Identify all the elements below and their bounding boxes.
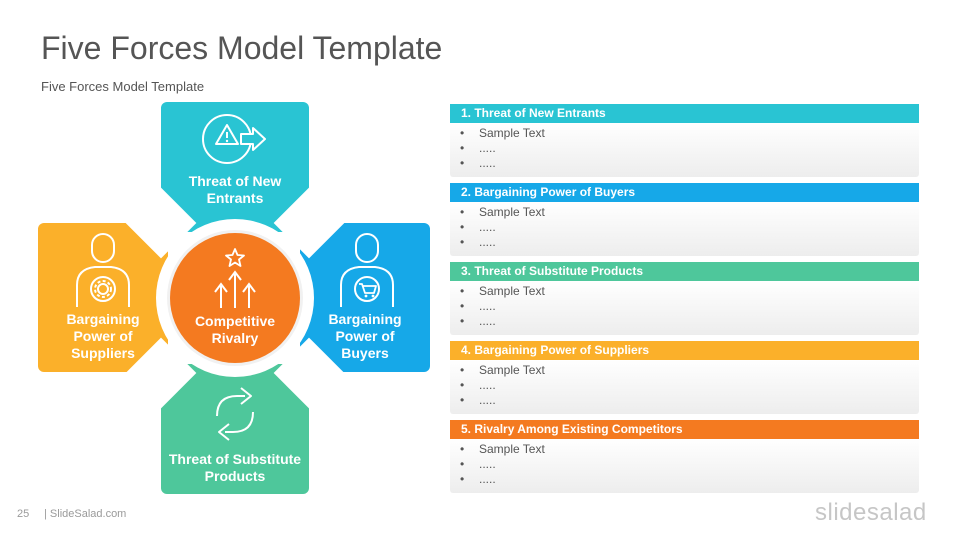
- list-item: .....: [460, 314, 919, 329]
- list-item: Sample Text: [460, 205, 919, 220]
- person-cart-icon: [340, 233, 394, 307]
- list-item: Sample Text: [460, 284, 919, 299]
- panel-title: 4. Bargaining Power of Suppliers: [450, 341, 919, 360]
- panel-body: Sample Text ..... .....: [450, 281, 919, 335]
- panel-rivalry-competitors: 5. Rivalry Among Existing Competitors Sa…: [450, 420, 919, 493]
- list-item: .....: [460, 220, 919, 235]
- list-item: .....: [460, 299, 919, 314]
- panel-bargaining-suppliers: 4. Bargaining Power of Suppliers Sample …: [450, 341, 919, 414]
- list-item: .....: [460, 235, 919, 250]
- refresh-arrows-icon: [216, 387, 254, 441]
- slide-title: Five Forces Model Template: [41, 30, 443, 66]
- force-bargaining-suppliers: Bargaining Power of Suppliers: [38, 223, 168, 372]
- force-threat-new-entrants: Threat of New Entrants: [161, 102, 309, 232]
- panel-body: Sample Text ..... .....: [450, 439, 919, 493]
- force-bottom-label-line2: Products: [204, 468, 266, 484]
- center-label-line2: Rivalry: [211, 330, 259, 346]
- panel-body: Sample Text ..... .....: [450, 123, 919, 177]
- panel-title: 2. Bargaining Power of Buyers: [450, 183, 919, 202]
- warning-arrow-icon: [202, 114, 266, 164]
- list-item: Sample Text: [460, 363, 919, 378]
- force-top-label-line2: Entrants: [206, 190, 264, 206]
- panel-body: Sample Text ..... .....: [450, 202, 919, 256]
- center-label: Competitive Rivalry: [170, 313, 300, 347]
- force-top-label-line1: Threat of New: [188, 173, 282, 189]
- panel-threat-new-entrants: 1. Threat of New Entrants Sample Text ..…: [450, 104, 919, 177]
- panel-title: 3. Threat of Substitute Products: [450, 262, 919, 281]
- force-bargaining-buyers: Bargaining Power of Buyers: [300, 223, 430, 372]
- list-item: .....: [460, 141, 919, 156]
- list-item: Sample Text: [460, 126, 919, 141]
- center-label-line1: Competitive: [194, 313, 276, 329]
- list-item: .....: [460, 393, 919, 408]
- force-threat-substitutes: Threat of Substitute Products: [161, 364, 309, 494]
- panel-bargaining-buyers: 2. Bargaining Power of Buyers Sample Tex…: [450, 183, 919, 256]
- slide-subtitle: Five Forces Model Template: [41, 79, 205, 94]
- five-forces-diagram: Threat of New Entrants Bargaining Power …: [38, 102, 432, 494]
- force-bottom-label-line1: Threat of Substitute: [168, 451, 302, 467]
- force-left-label-line1: Bargaining: [66, 311, 140, 327]
- person-gear-icon: [76, 233, 130, 307]
- brand-logo: slidesalad: [815, 499, 927, 526]
- rising-arrows-star-icon: [214, 248, 256, 308]
- page-number: 25: [17, 508, 30, 520]
- list-item: .....: [460, 457, 919, 472]
- panel-body: Sample Text ..... .....: [450, 360, 919, 414]
- force-left-label-line3: Suppliers: [71, 345, 135, 361]
- list-item: .....: [460, 156, 919, 171]
- force-left-label-line2: Power of: [73, 328, 133, 344]
- panel-title: 5. Rivalry Among Existing Competitors: [450, 420, 919, 439]
- force-right-label-line1: Bargaining: [328, 311, 402, 327]
- site-credit: | SlideSalad.com: [44, 508, 127, 520]
- force-right-label-line2: Power of: [335, 328, 395, 344]
- list-item: Sample Text: [460, 442, 919, 457]
- list-item: .....: [460, 378, 919, 393]
- list-item: .....: [460, 472, 919, 487]
- panel-threat-substitutes: 3. Threat of Substitute Products Sample …: [450, 262, 919, 335]
- panel-title: 1. Threat of New Entrants: [450, 104, 919, 123]
- force-right-label-line3: Buyers: [341, 345, 389, 361]
